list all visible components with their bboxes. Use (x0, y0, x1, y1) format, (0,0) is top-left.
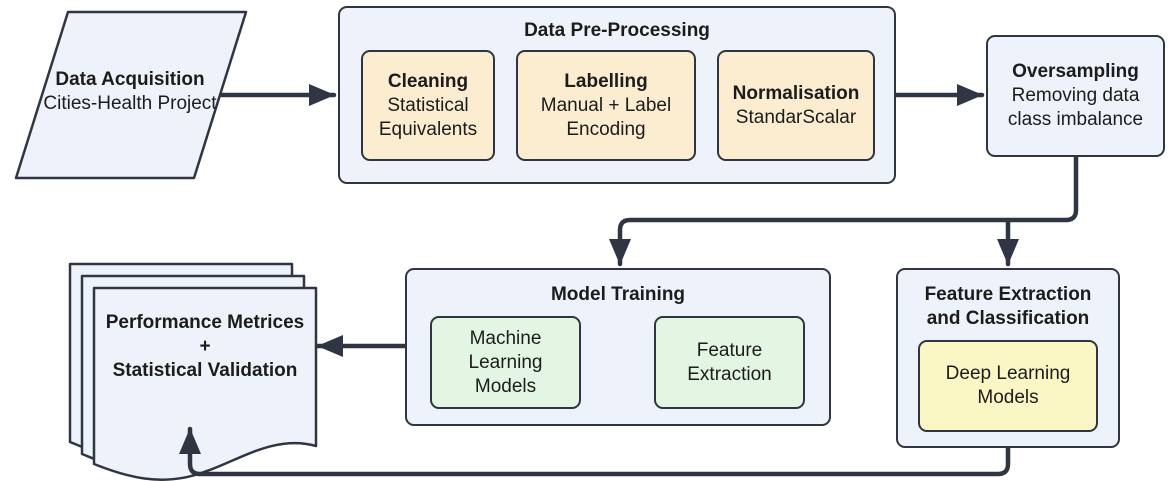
labelling-title: Labelling (564, 70, 648, 92)
performance-line1: Performance Metrices (105, 312, 305, 333)
data-acquisition-label: Data Acquisition Cities-Health Project (30, 68, 230, 116)
cleaning-line2: Equivalents (378, 118, 478, 140)
normalisation-line1: StandarScalar (735, 106, 857, 128)
deep-learning-line1: Deep Learning (945, 363, 1071, 384)
performance-document-shape (68, 262, 318, 481)
preprocessing-title: Data Pre-Processing (524, 20, 710, 41)
arrow-oversampling-to-model-training (609, 154, 1079, 267)
cleaning-title: Cleaning (387, 70, 469, 92)
performance-line3: Statistical Validation (112, 360, 298, 381)
feature-classification-title-line2: and Classification (926, 308, 1090, 329)
model-training-title: Model Training (550, 284, 686, 305)
oversampling-box: Oversampling Removing data class imbalan… (986, 35, 1165, 157)
ml-models-box: Machine Learning Models (430, 316, 581, 409)
feature-classification-title-line1: Feature Extraction (924, 284, 1092, 305)
deep-learning-box: Deep Learning Models (918, 340, 1098, 432)
ml-models-line3: Models (474, 375, 537, 397)
ml-models-line1: Machine (469, 327, 542, 349)
arrow-feature-classification-to-performance (179, 426, 1011, 477)
normalisation-box: Normalisation StandarScalar (717, 50, 875, 161)
oversampling-line1: Removing data (1011, 85, 1140, 106)
performance-line2: + (199, 336, 211, 357)
cleaning-line1: Statistical (387, 94, 469, 116)
feature-extraction-box: Feature Extraction (654, 316, 805, 409)
performance-label: Performance Metrices + Statistical Valid… (94, 311, 316, 383)
data-acquisition-subtitle: Cities-Health Project (43, 93, 217, 114)
data-acquisition-title: Data Acquisition (55, 69, 205, 90)
data-acquisition-shape (14, 10, 248, 180)
labelling-box: Labelling Manual + Label Encoding (516, 50, 696, 161)
oversampling-line2: class imbalance (1007, 109, 1144, 130)
labelling-line2: Encoding (566, 118, 646, 140)
cleaning-box: Cleaning Statistical Equivalents (361, 50, 495, 161)
labelling-line1: Manual + Label (540, 94, 672, 116)
ml-models-line2: Learning (468, 351, 543, 373)
feature-extraction-line1: Feature (696, 339, 763, 361)
normalisation-title: Normalisation (732, 82, 860, 104)
oversampling-title: Oversampling (1012, 61, 1139, 82)
feature-extraction-line2: Extraction (687, 363, 772, 385)
deep-learning-line2: Models (977, 387, 1039, 408)
